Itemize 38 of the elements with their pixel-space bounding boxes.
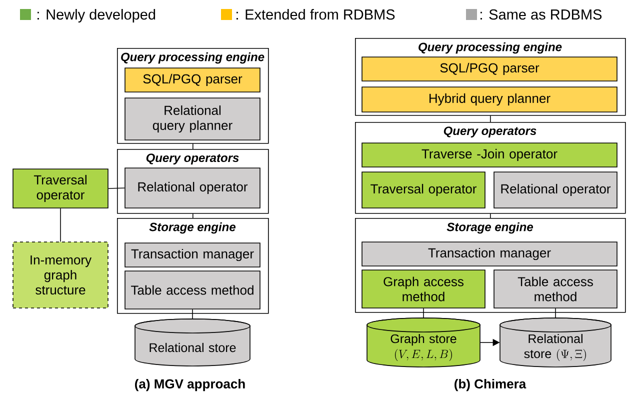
connector-line xyxy=(423,308,424,318)
connector-line xyxy=(192,213,194,218)
legend-label: : Same as RDBMS xyxy=(480,9,602,20)
storage-cylinder: Relational store xyxy=(134,318,250,366)
panel-heading: Storage engine xyxy=(446,222,533,234)
component-box: Table access method xyxy=(124,270,260,310)
connector-line xyxy=(192,143,194,150)
component-box: Relational query planner xyxy=(124,98,260,140)
storage-cylinder: Relational store $(\Psi,\Xi)$ xyxy=(500,318,612,368)
connector-line xyxy=(60,208,61,242)
panel-heading: Storage engine xyxy=(149,222,236,234)
component-box: Transaction manager xyxy=(124,242,260,268)
panel-heading: Query processing engine xyxy=(418,42,562,54)
legend-label: : Newly developed xyxy=(38,9,156,22)
component-box: Traversal operator xyxy=(12,168,108,208)
component-box: Graph access method xyxy=(362,270,486,308)
connector-line xyxy=(192,309,193,320)
component-box: Table access method xyxy=(494,270,618,308)
connector-line xyxy=(108,188,125,189)
panel-heading: Query operators xyxy=(444,126,536,138)
figure-caption: (b) Chimera xyxy=(454,378,526,392)
panel-heading: Query processing engine xyxy=(121,52,264,64)
connector-line xyxy=(490,213,491,218)
component-box: Traversal operator xyxy=(362,172,486,208)
component-box: SQL/PGQ parser xyxy=(362,56,618,82)
figure-caption: (a) MGV approach xyxy=(135,378,245,392)
storage-cylinder: Graph store $(V,E,L,B)$ xyxy=(366,318,480,368)
component-box: Traverse -Join operator xyxy=(362,142,618,168)
component-box: Hybrid query planner xyxy=(362,86,618,112)
component-box: In-memory graph structure xyxy=(12,242,108,308)
component-box: Transaction manager xyxy=(362,242,618,266)
component-box: Relational operator xyxy=(124,168,260,208)
panel-heading: Query operators xyxy=(146,154,239,164)
connector-line xyxy=(490,115,491,122)
connector-line xyxy=(555,308,556,318)
legend-label: : Extended from RDBMS xyxy=(236,9,395,20)
component-box: SQL/PGQ parser xyxy=(124,68,260,92)
component-box: Relational operator xyxy=(494,172,618,208)
